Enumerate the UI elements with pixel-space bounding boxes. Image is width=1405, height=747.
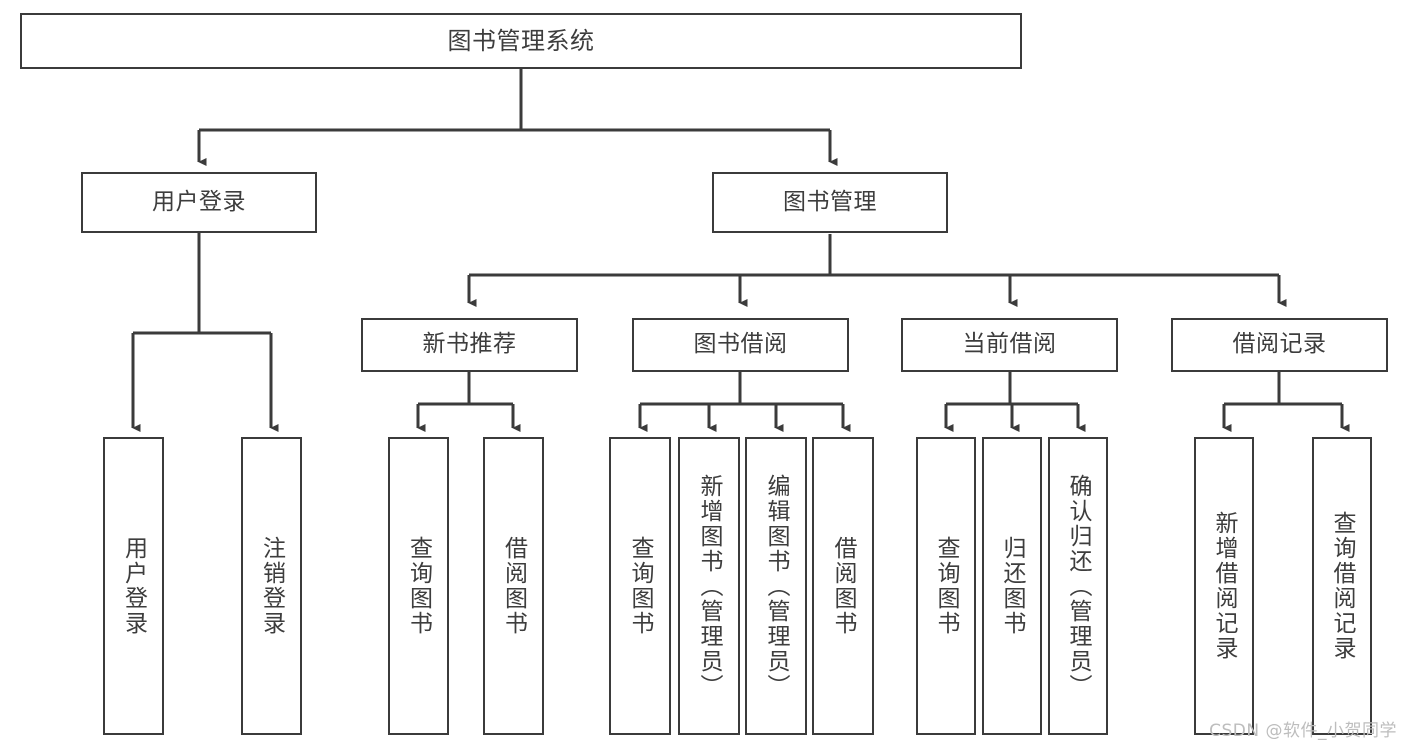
leaf-user-login[interactable]: 用户登录	[103, 437, 164, 735]
leaf-label: 确认归还（管理员）	[1065, 473, 1092, 699]
node-label: 新书推荐	[422, 331, 517, 358]
leaf-return-book[interactable]: 归还图书	[982, 437, 1042, 735]
leaf-label: 查询图书	[405, 536, 432, 636]
node-label: 图书借阅	[693, 331, 788, 358]
leaf-label: 借阅图书	[830, 536, 857, 636]
leaf-add-borrow-record[interactable]: 新增借阅记录	[1194, 437, 1254, 735]
leaf-label: 归还图书	[999, 536, 1026, 636]
leaf-borrow-book[interactable]: 借阅图书	[812, 437, 874, 735]
node-borrow-record[interactable]: 借阅记录	[1171, 318, 1388, 372]
leaf-label: 注销登录	[258, 536, 285, 636]
node-label: 借阅记录	[1232, 331, 1327, 358]
leaf-add-book-admin[interactable]: 新增图书（管理员）	[678, 437, 740, 735]
leaf-label: 查询图书	[627, 536, 654, 636]
leaf-label: 查询借阅记录	[1329, 511, 1356, 661]
node-current-borrow[interactable]: 当前借阅	[901, 318, 1118, 372]
watermark: CSDN @软件_小贺同学	[1209, 721, 1397, 741]
node-user-login[interactable]: 用户登录	[81, 172, 317, 233]
leaf-query-book-borrow[interactable]: 查询图书	[609, 437, 671, 735]
node-label: 图书管理	[783, 188, 877, 215]
leaf-label: 借阅图书	[500, 536, 527, 636]
leaf-label: 新增借阅记录	[1211, 511, 1238, 661]
node-root-system[interactable]: 图书管理系统	[20, 13, 1022, 69]
node-book-management[interactable]: 图书管理	[712, 172, 948, 233]
leaf-label: 新增图书（管理员）	[696, 473, 723, 699]
leaf-query-borrow-record[interactable]: 查询借阅记录	[1312, 437, 1372, 735]
leaf-label: 编辑图书（管理员）	[763, 473, 790, 699]
leaf-query-book-rec[interactable]: 查询图书	[388, 437, 449, 735]
node-label: 当前借阅	[962, 331, 1057, 358]
leaf-edit-book-admin[interactable]: 编辑图书（管理员）	[745, 437, 807, 735]
leaf-label: 用户登录	[120, 536, 147, 636]
node-new-book-recommend[interactable]: 新书推荐	[361, 318, 578, 372]
node-book-borrow[interactable]: 图书借阅	[632, 318, 849, 372]
leaf-borrow-book-rec[interactable]: 借阅图书	[483, 437, 544, 735]
node-label: 图书管理系统	[447, 26, 595, 55]
leaf-logout[interactable]: 注销登录	[241, 437, 302, 735]
leaf-query-book-current[interactable]: 查询图书	[916, 437, 976, 735]
leaf-confirm-return-admin[interactable]: 确认归还（管理员）	[1048, 437, 1108, 735]
node-label: 用户登录	[152, 188, 246, 215]
leaf-label: 查询图书	[933, 536, 960, 636]
